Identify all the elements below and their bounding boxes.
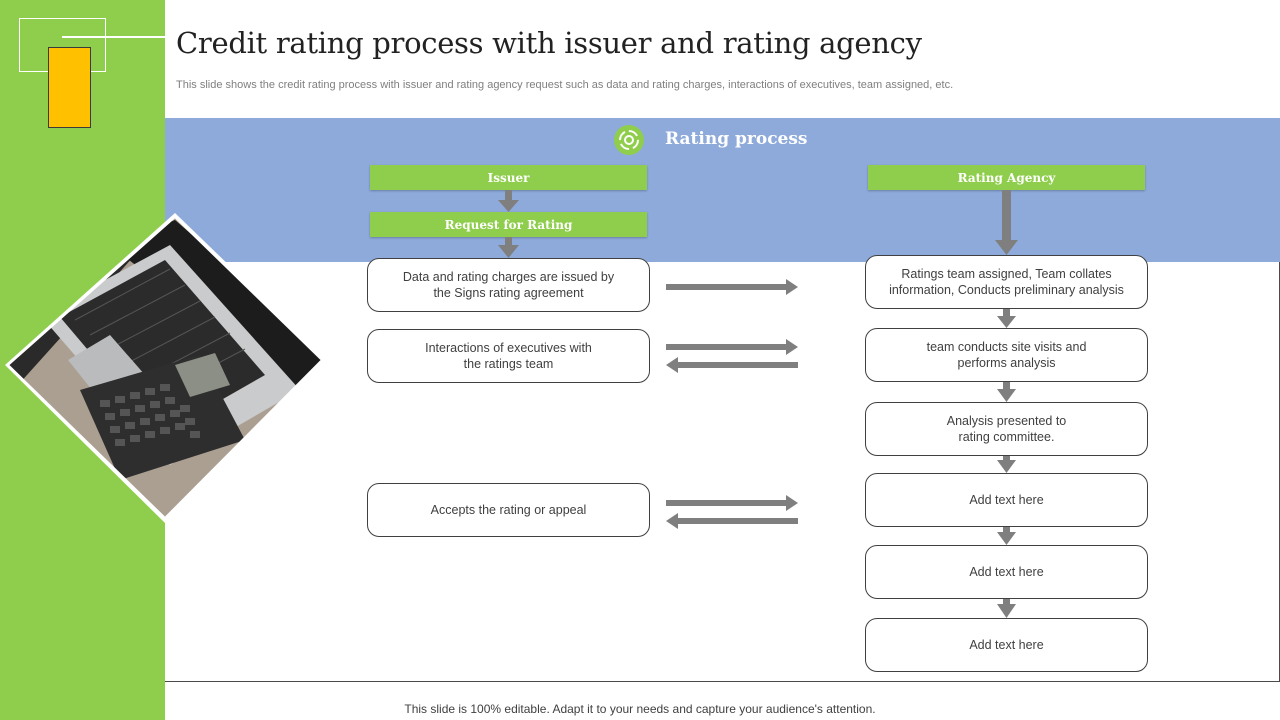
laptop-calculator-photo xyxy=(5,213,327,523)
rating-process-icon xyxy=(614,125,644,155)
issuer-step-1: Data and rating charges are issued by th… xyxy=(367,258,650,312)
agency-step-5: Add text here xyxy=(865,545,1148,599)
decorative-line xyxy=(62,36,166,38)
slide-subtitle: This slide shows the credit rating proce… xyxy=(176,79,954,91)
slide-title: Credit rating process with issuer and ra… xyxy=(176,26,922,60)
agency-step-4: Add text here xyxy=(865,473,1148,527)
band-title: Rating process xyxy=(665,129,808,149)
agency-step-3: Analysis presented to rating committee. xyxy=(865,402,1148,456)
issuer-header: Issuer xyxy=(370,165,647,190)
decorative-yellow-rect xyxy=(48,47,91,128)
issuer-step-2: Interactions of executives with the rati… xyxy=(367,329,650,383)
rating-agency-header: Rating Agency xyxy=(868,165,1145,190)
agency-step-2: team conducts site visits and performs a… xyxy=(865,328,1148,382)
agency-step-1: Ratings team assigned, Team collates inf… xyxy=(865,255,1148,309)
rating-process-band xyxy=(165,118,1280,262)
slide-footer: This slide is 100% editable. Adapt it to… xyxy=(404,702,876,716)
agency-step-6: Add text here xyxy=(865,618,1148,672)
issuer-step-3: Accepts the rating or appeal xyxy=(367,483,650,537)
request-for-rating-bar: Request for Rating xyxy=(370,212,647,237)
